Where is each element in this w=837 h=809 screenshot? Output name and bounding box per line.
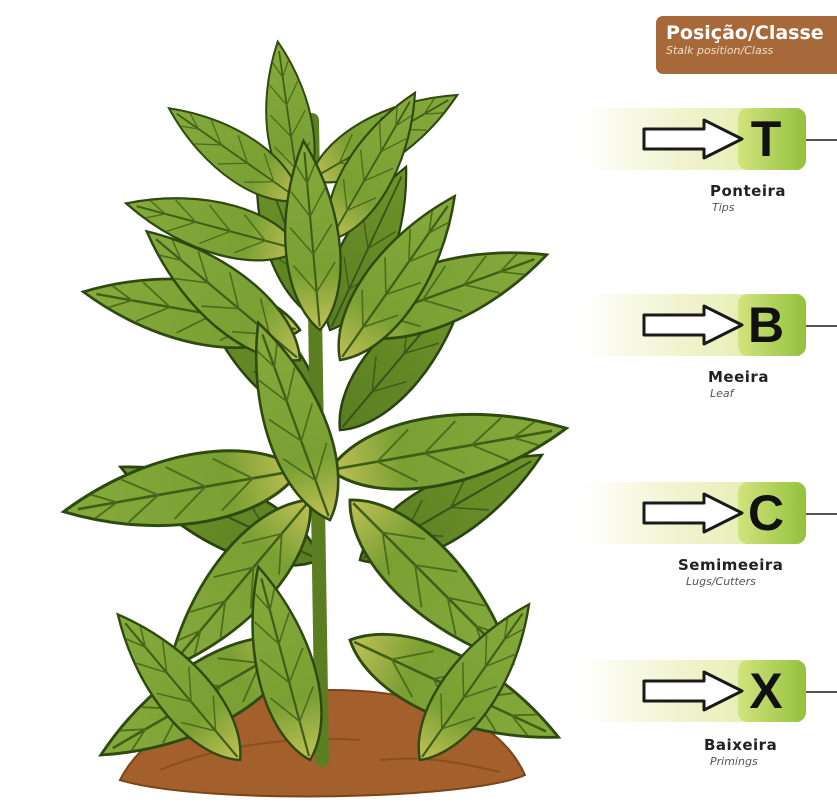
class-name-en: Lugs/Cutters	[686, 575, 806, 588]
header-title-pt: Posição/Classe	[666, 22, 837, 44]
class-letter: C	[738, 482, 794, 544]
arrow-icon	[642, 117, 748, 161]
class-name-en: Primings	[710, 755, 830, 768]
class-name-pt: Meeira	[708, 368, 828, 386]
header-title-en: Stalk position/Class	[666, 44, 837, 58]
class-name-pt: Baixeira	[704, 736, 824, 754]
tobacco-plant-illustration	[0, 0, 620, 809]
class-name-pt: Ponteira	[710, 182, 830, 200]
class-name-en: Tips	[712, 201, 832, 214]
class-name-en: Leaf	[710, 387, 830, 400]
class-letter: X	[738, 660, 794, 722]
stalk-position-header: Posição/Classe Stalk position/Class	[656, 16, 837, 74]
arrow-icon	[642, 669, 748, 713]
arrow-icon	[642, 303, 748, 347]
arrow-icon	[642, 491, 748, 535]
connector-line	[806, 513, 837, 515]
class-name-pt: Semimeeira	[678, 556, 798, 574]
connector-line	[806, 325, 837, 327]
class-letter: T	[738, 108, 794, 170]
connector-line	[806, 691, 837, 693]
connector-line	[806, 139, 837, 141]
class-letter: B	[738, 294, 794, 356]
